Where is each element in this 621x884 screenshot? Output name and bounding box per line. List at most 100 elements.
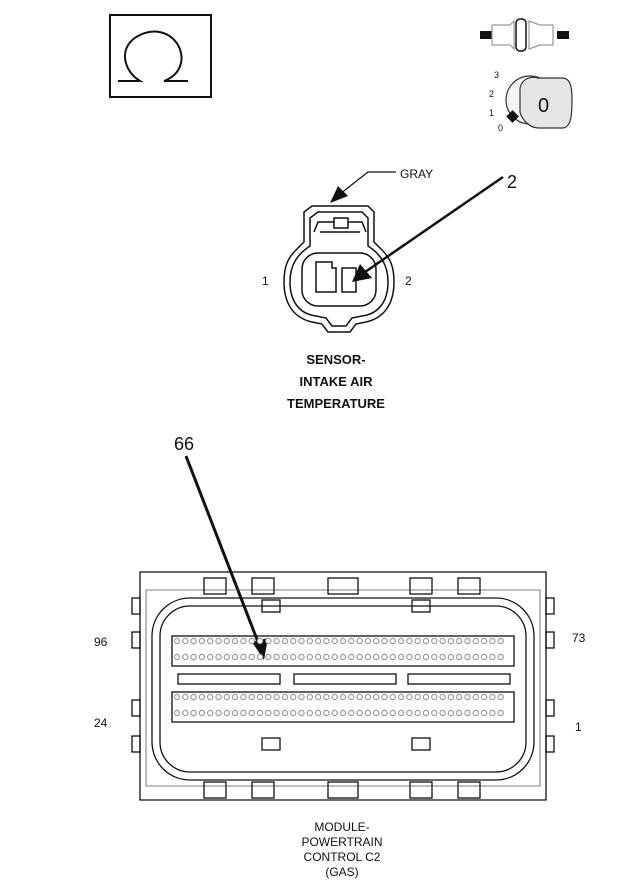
pin-cavity [223, 709, 230, 717]
pin-cavity [397, 709, 405, 717]
pin-cavity [348, 693, 355, 701]
pin-cavity [331, 637, 338, 645]
pin-cavity [173, 637, 181, 645]
ohm-meter-icon [109, 14, 212, 98]
pin-cavity [472, 709, 479, 717]
pin-cavity [290, 709, 297, 717]
pin-cavity [406, 637, 413, 645]
pin-cavity [290, 637, 297, 645]
pin-cavity [298, 653, 305, 661]
pin-cavity [414, 693, 421, 701]
pin-cavity [323, 709, 330, 717]
pin-cavity [414, 709, 421, 717]
pin-cavity [397, 637, 405, 645]
pin-cavity [373, 693, 380, 701]
pin-cavity [231, 693, 239, 701]
pin-cavity [306, 653, 313, 661]
pin-cavity [190, 637, 197, 645]
pin-cavity [464, 653, 471, 661]
pin-cavity [331, 709, 338, 717]
module-title-line1: MODULE- [314, 820, 369, 834]
pin-cavity [298, 709, 305, 717]
pin-cavity [248, 709, 255, 717]
pin-cavity [223, 653, 230, 661]
pin-cavity [397, 693, 405, 701]
key-label: 0 [538, 95, 549, 117]
sensor-title-line2: INTAKE AIR [300, 374, 374, 389]
pin-cavity [431, 653, 438, 661]
pin-cavity [439, 709, 446, 717]
sensor-title-line3: TEMPERATURE [287, 396, 385, 411]
module-title-line3: CONTROL C2 [304, 850, 381, 864]
pin-cavity [447, 637, 455, 645]
pcm-connector [131, 571, 555, 801]
pin-cavity [323, 653, 330, 661]
pin-cavity [381, 693, 388, 701]
pin-cavity [422, 709, 430, 717]
disconnect-connector-icon [480, 18, 569, 52]
pin-cavity [447, 693, 455, 701]
module-pin-callout: 66 [174, 434, 268, 660]
pin-cavity [339, 709, 347, 717]
pin-cavity [290, 693, 297, 701]
sensor-connector [283, 205, 395, 333]
pin-cavity [356, 637, 363, 645]
pin-cavity [173, 653, 181, 661]
module-callout-number: 66 [174, 434, 194, 454]
pin-cavity [306, 709, 313, 717]
pin-cavity [240, 637, 247, 645]
key-position-1: 1 [489, 108, 494, 118]
pin-cavity [389, 709, 396, 717]
pin-cavity [265, 709, 272, 717]
pin-cavity [256, 709, 264, 717]
pin-cavity [381, 637, 388, 645]
pin-cavity [206, 709, 214, 717]
pin-cavity [406, 693, 413, 701]
pin-cavity [439, 653, 446, 661]
pin-cavity [190, 653, 197, 661]
pin-cavity [456, 653, 463, 661]
wire-color-label: GRAY [400, 167, 433, 181]
pin-cavity [381, 653, 388, 661]
module-title-line4: (GAS) [325, 865, 358, 879]
pin-cavity [265, 653, 272, 661]
pin-cavity [389, 653, 396, 661]
pin-cavity [298, 637, 305, 645]
pin-cavity [480, 637, 488, 645]
pin-cavity [323, 637, 330, 645]
pcm-pin-73-label: 73 [572, 631, 586, 645]
pin-cavity [497, 693, 504, 701]
pin-cavity [290, 653, 297, 661]
pin-cavity [223, 637, 230, 645]
pin-cavity [456, 637, 463, 645]
key-position-2: 2 [489, 89, 494, 99]
pin-cavity [281, 637, 289, 645]
pin-cavity [431, 709, 438, 717]
pin-cavity [248, 653, 255, 661]
pin-cavity [406, 653, 413, 661]
pin-cavity [198, 709, 206, 717]
pin-cavity [348, 637, 355, 645]
pin-cavity [431, 637, 438, 645]
pin-cavity [373, 653, 380, 661]
pin-cavity [273, 653, 280, 661]
pin-cavity [497, 709, 504, 717]
pin-cavity [306, 693, 313, 701]
pin-cavity [456, 693, 463, 701]
pin-cavity [331, 653, 338, 661]
pin-cavity [447, 709, 455, 717]
pin-cavity [497, 637, 504, 645]
pin-cavity [373, 637, 380, 645]
pin-cavity [314, 637, 322, 645]
pin-cavity [173, 709, 181, 717]
pin-cavity [339, 693, 347, 701]
pin-cavity [306, 637, 313, 645]
pin-cavity [215, 709, 222, 717]
pin-cavity [356, 653, 363, 661]
pin-cavity [248, 637, 255, 645]
pin-cavity [381, 709, 388, 717]
pin-cavity [231, 653, 239, 661]
pin-cavity [464, 693, 471, 701]
pin-cavity [215, 693, 222, 701]
